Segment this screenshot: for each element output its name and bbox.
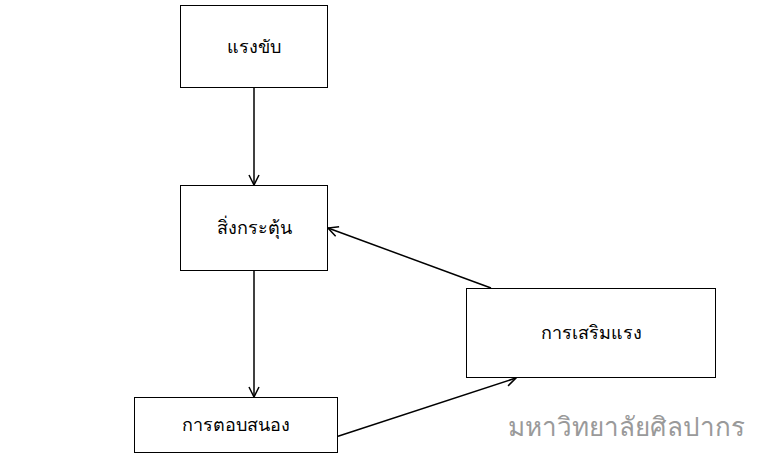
box-label: การเสริมแรง (541, 321, 642, 344)
process-box: การตอบสนอง (134, 397, 338, 453)
flow-arrow (253, 88, 255, 185)
flow-arrow (253, 271, 255, 397)
flow-arrow (328, 228, 491, 288)
process-box: แรงขับ (180, 5, 328, 88)
box-label: สิ่งกระตุ้น (217, 216, 292, 239)
box-label: แรงขับ (227, 35, 281, 58)
flow-arrow (338, 378, 516, 436)
watermark-text: มหาวิทยาลัยศิลปากร (505, 406, 748, 447)
process-box: การเสริมแรง (466, 288, 716, 378)
process-box: สิ่งกระตุ้น (180, 185, 328, 271)
box-label: การตอบสนอง (182, 413, 290, 436)
